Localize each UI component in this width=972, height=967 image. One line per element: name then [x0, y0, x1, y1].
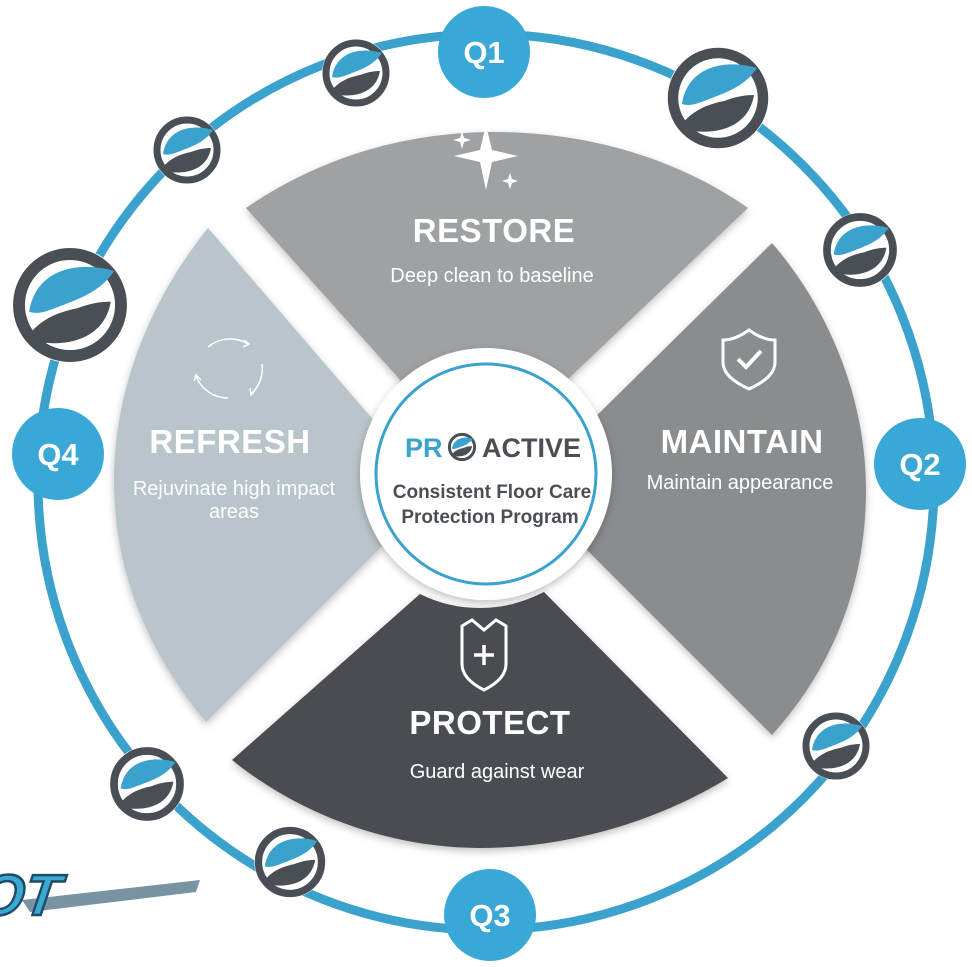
leaf-swirl-icon: [322, 39, 390, 107]
leaf-swirl-icon: [802, 712, 870, 780]
refresh-subtitle-line1: Rejuvinate high impact: [133, 478, 336, 500]
badge-q1: Q1: [438, 6, 530, 98]
restore-subtitle: Deep clean to baseline: [390, 265, 593, 287]
q1-label: Q1: [463, 35, 504, 70]
shield-check-icon: [721, 328, 777, 391]
q3-label: Q3: [469, 898, 510, 933]
spot-logo-text: SPOT: [0, 863, 69, 928]
brand-o-icon: [446, 431, 478, 463]
refresh-title: REFRESH: [149, 423, 310, 460]
protect-title: PROTECT: [409, 704, 570, 741]
segment-refresh: [114, 228, 382, 722]
leaf-swirl-icon: [823, 213, 898, 288]
spot-logo: SPOT: [0, 862, 200, 929]
segment-restore: [246, 132, 748, 402]
segment-protect: [232, 592, 728, 848]
shield-plus-icon: [460, 618, 508, 692]
badge-q2: Q2: [874, 418, 966, 510]
maintain-title: MAINTAIN: [661, 423, 824, 460]
q2-label: Q2: [899, 447, 940, 482]
leaf-swirl-icon: [667, 47, 769, 149]
center-brand-right: ACTIVE: [482, 433, 581, 463]
protect-subtitle: Guard against wear: [410, 761, 585, 783]
restore-title: RESTORE: [413, 212, 575, 249]
center-inner: [374, 362, 598, 586]
maintain-subtitle: Maintain appearance: [647, 472, 834, 494]
leaf-swirl-icon: [153, 116, 221, 184]
leaf-swirl-icon: [110, 747, 185, 822]
badge-q4: Q4: [12, 408, 104, 500]
segment-maintain: [580, 243, 866, 735]
sparkle-icon: [453, 125, 518, 190]
q4-label: Q4: [37, 437, 79, 472]
refresh-cycle-icon: [193, 338, 264, 399]
leaf-swirl-icon: [12, 247, 128, 363]
leaf-swirl-icon: [254, 826, 325, 897]
center-brand-left: PR: [405, 433, 443, 463]
center-subtitle-line1: Consistent Floor Care: [393, 482, 591, 503]
center-subtitle-line2: Protection Program: [401, 507, 578, 528]
badge-q3: Q3: [444, 869, 536, 961]
refresh-subtitle-line2: areas: [209, 501, 259, 523]
center-outer: [360, 348, 612, 600]
